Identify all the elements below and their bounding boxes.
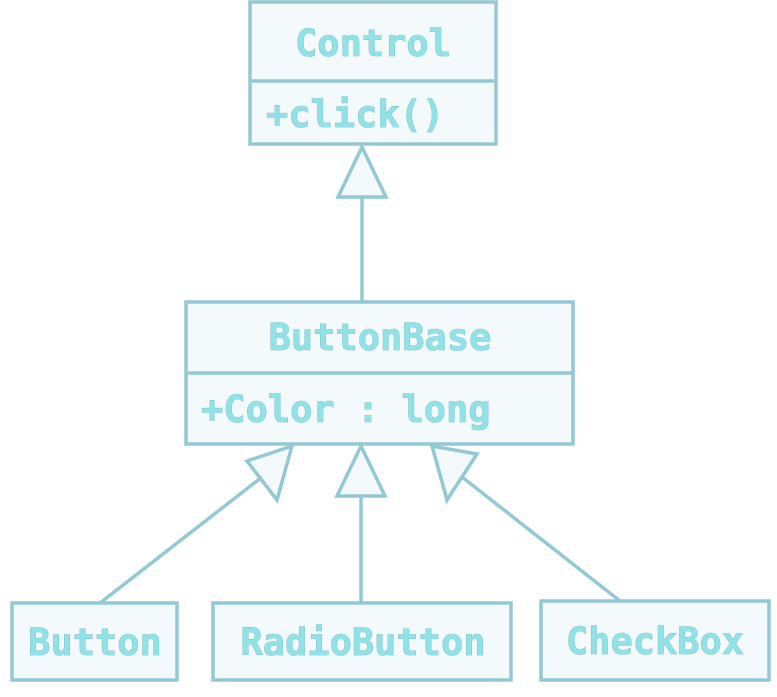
- arrowhead-radiobutton: [334, 441, 388, 498]
- class-radiobutton-name: RadioButton: [240, 621, 485, 664]
- class-buttonbase-member: +Color : long: [201, 388, 491, 431]
- class-checkbox-box: [539, 599, 771, 682]
- class-radiobutton-box: [211, 601, 513, 682]
- edge-checkbox-to-buttonbase: [460, 475, 622, 603]
- generalization-edges: [98, 197, 622, 605]
- arrowhead-checkbox: [429, 443, 480, 505]
- class-control-name: Control: [295, 22, 451, 65]
- class-control-box: [248, 0, 498, 146]
- arrowhead-button: [244, 443, 295, 504]
- class-button: Button: [10, 601, 179, 682]
- class-radiobutton: RadioButton: [211, 601, 513, 682]
- class-buttonbase-name: ButtonBase: [269, 316, 492, 359]
- class-checkbox: CheckBox: [539, 599, 771, 682]
- class-button-box: [10, 601, 179, 682]
- class-checkbox-name: CheckBox: [566, 620, 744, 663]
- class-buttonbase: ButtonBase +Color : long: [184, 300, 575, 446]
- class-button-name: Button: [28, 621, 162, 664]
- class-control: Control +click(): [248, 0, 498, 146]
- arrowhead-control: [335, 142, 389, 199]
- generalization-arrowheads: [244, 142, 480, 505]
- edge-button-to-buttonbase: [98, 475, 264, 605]
- class-control-member: +click(): [266, 93, 444, 136]
